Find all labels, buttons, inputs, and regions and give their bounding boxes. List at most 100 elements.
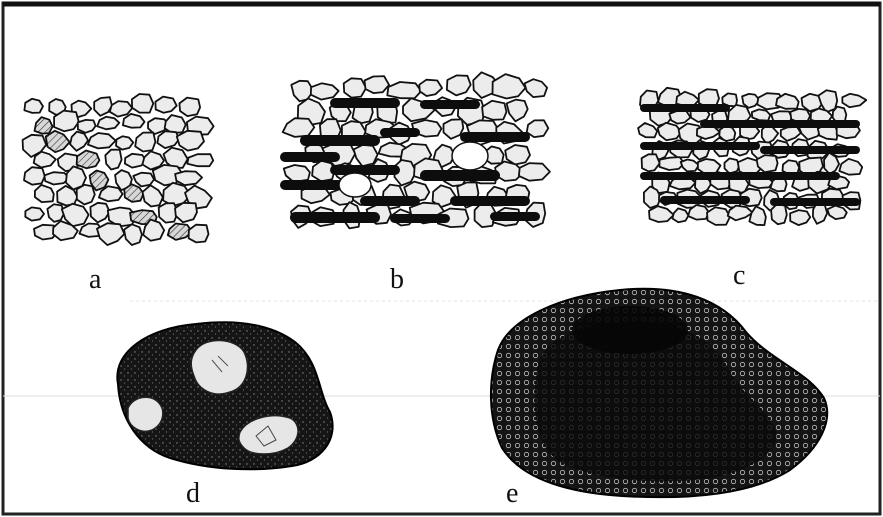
clast bbox=[97, 117, 119, 130]
clast bbox=[365, 76, 390, 93]
clast bbox=[24, 99, 43, 113]
clast bbox=[447, 75, 471, 95]
clast bbox=[46, 131, 70, 152]
bar bbox=[760, 146, 860, 154]
clast bbox=[642, 154, 660, 171]
clast bbox=[187, 154, 213, 166]
clast bbox=[728, 206, 753, 221]
clast bbox=[283, 118, 315, 137]
clast bbox=[790, 210, 810, 225]
clast bbox=[669, 111, 690, 124]
clast bbox=[177, 131, 204, 151]
clast bbox=[175, 203, 197, 223]
bar bbox=[330, 98, 400, 108]
clast bbox=[165, 115, 186, 133]
clast bbox=[771, 204, 787, 225]
clast bbox=[24, 167, 45, 185]
clast bbox=[135, 133, 155, 152]
clast bbox=[842, 94, 866, 108]
panel-d-inclusion-2 bbox=[128, 397, 163, 431]
clast bbox=[34, 152, 56, 168]
bar bbox=[300, 135, 380, 146]
bar bbox=[700, 120, 860, 128]
panel-d-inclusion-1 bbox=[191, 340, 247, 394]
bar bbox=[490, 212, 540, 221]
clast bbox=[157, 131, 179, 148]
clast bbox=[525, 79, 548, 97]
clast bbox=[179, 98, 200, 117]
clast bbox=[387, 82, 421, 98]
panel-label-c: c bbox=[733, 262, 745, 290]
clast bbox=[132, 94, 153, 113]
clast bbox=[638, 123, 657, 137]
clast bbox=[123, 114, 145, 128]
clast bbox=[672, 208, 688, 222]
clast bbox=[35, 117, 53, 134]
clast bbox=[311, 83, 339, 99]
panel-e-depression bbox=[572, 306, 688, 354]
panel-e-aggregate bbox=[491, 289, 827, 497]
panel-d-aggregate bbox=[117, 322, 332, 469]
bar bbox=[290, 212, 380, 223]
clast bbox=[707, 207, 730, 225]
clast bbox=[105, 150, 121, 170]
clast bbox=[344, 78, 366, 97]
clast bbox=[143, 185, 163, 206]
clast bbox=[725, 158, 740, 173]
bar bbox=[390, 214, 450, 223]
clast bbox=[189, 225, 209, 243]
clast bbox=[94, 97, 112, 116]
clast bbox=[839, 159, 862, 175]
clast bbox=[35, 185, 54, 202]
clast bbox=[97, 223, 124, 245]
clast bbox=[116, 136, 133, 149]
panel-label-e: e bbox=[506, 480, 518, 508]
bar bbox=[330, 165, 400, 175]
clast bbox=[681, 160, 699, 172]
bar bbox=[280, 152, 340, 162]
bar bbox=[660, 196, 750, 204]
clast bbox=[419, 80, 442, 96]
bar bbox=[420, 170, 500, 181]
clast bbox=[133, 173, 154, 187]
clast bbox=[658, 123, 682, 140]
clast bbox=[90, 203, 109, 223]
clast bbox=[25, 207, 44, 220]
clast bbox=[482, 101, 506, 120]
panel-label-b: b bbox=[390, 266, 404, 294]
clast bbox=[527, 120, 549, 137]
clast bbox=[78, 120, 96, 133]
clast bbox=[493, 74, 526, 98]
clast bbox=[155, 97, 176, 113]
clast bbox=[70, 132, 88, 151]
clast bbox=[77, 151, 100, 169]
clast bbox=[507, 100, 528, 122]
clast bbox=[505, 145, 530, 165]
clast bbox=[284, 165, 310, 182]
bar bbox=[360, 196, 420, 206]
void bbox=[339, 173, 371, 197]
clast bbox=[54, 111, 79, 132]
panel-label-a: a bbox=[89, 266, 101, 294]
bar bbox=[460, 132, 530, 142]
clast bbox=[88, 133, 116, 148]
panel-c-clasts bbox=[638, 88, 866, 225]
bar bbox=[380, 128, 420, 137]
panel-a-clasts bbox=[23, 94, 214, 245]
clast bbox=[175, 171, 202, 185]
panel-b-clasts bbox=[280, 72, 550, 228]
void bbox=[452, 142, 488, 170]
bar bbox=[640, 142, 760, 150]
bar bbox=[420, 100, 480, 109]
bar bbox=[770, 198, 860, 206]
clast bbox=[749, 206, 766, 225]
bar bbox=[450, 196, 530, 206]
clast bbox=[827, 206, 847, 220]
clast bbox=[47, 204, 64, 222]
clast bbox=[649, 206, 674, 222]
clast bbox=[752, 109, 770, 120]
bar bbox=[640, 104, 730, 112]
clast bbox=[77, 185, 95, 205]
clast bbox=[124, 224, 142, 245]
